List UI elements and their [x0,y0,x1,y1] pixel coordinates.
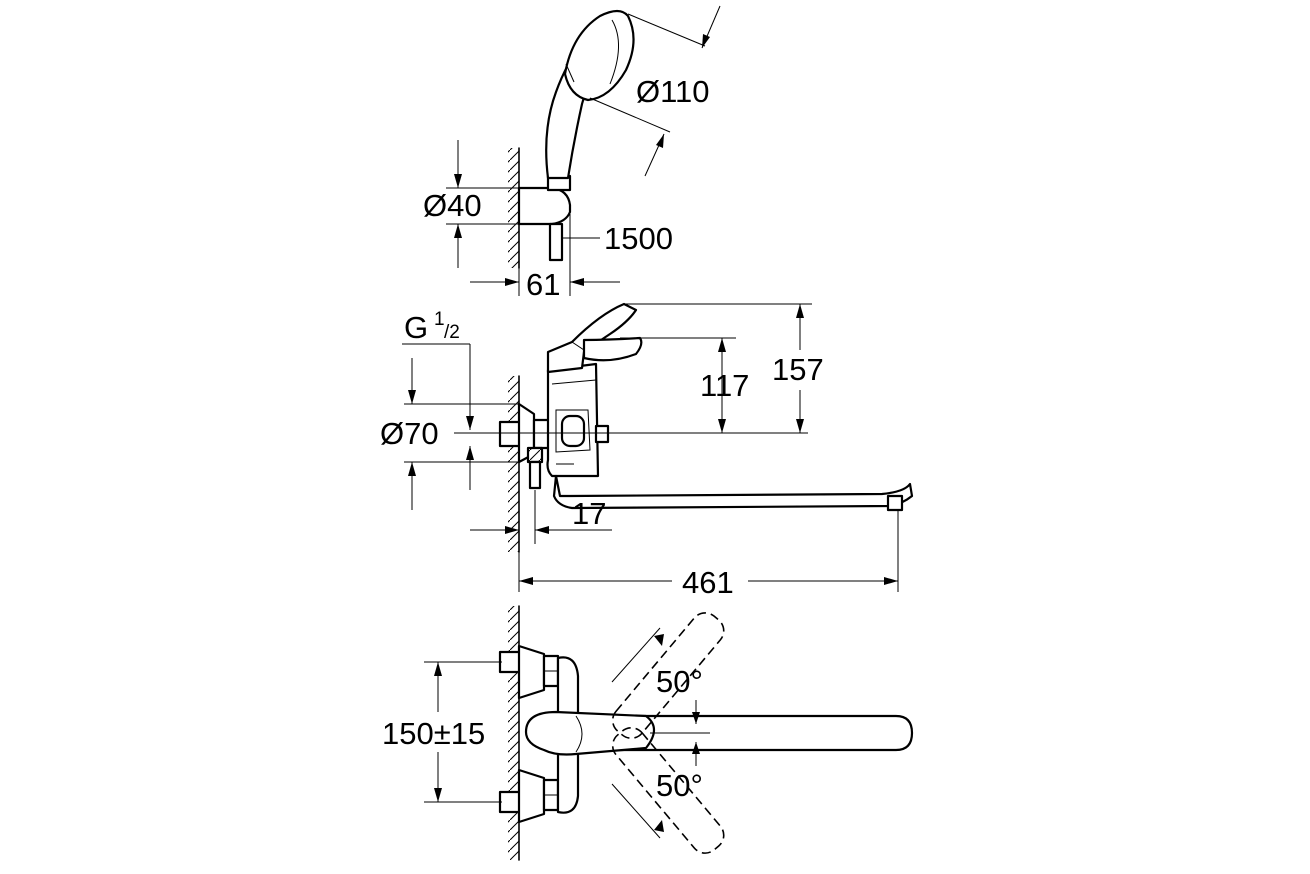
dim-head-diameter: Ø110 [636,74,710,109]
spout-top [576,714,914,752]
lever-top [524,710,656,756]
dim-arrow [505,526,519,534]
dim-arrow [796,419,804,433]
lower-flange [517,768,546,824]
angle-line [611,627,661,683]
dim-inlet-centres: 150±15 [382,716,485,751]
dim-arrow [796,304,804,318]
hose-stub [548,222,564,262]
spray-switch [565,63,575,83]
dim-ext-line [627,13,706,47]
side-view: G 1 /2 Ø70 117 157 17 [380,302,914,600]
top-view: 50° 50° 150±15 [382,605,914,861]
dim-arrow [505,278,519,286]
aerator [886,494,904,512]
shower-head [563,9,635,102]
swivel-ghost-upper [611,612,725,740]
dim-eccentric-offset: 17 [572,496,606,531]
diverter-window [555,409,591,453]
dim-arrow [454,224,462,238]
lower-connector [498,790,522,814]
shower-holder [517,186,572,226]
dim-arrow [570,278,584,286]
dim-arrow [718,338,726,352]
wall-hatch [508,148,519,268]
dim-arrow [692,742,700,754]
dim-swivel-lower: 50° [656,768,703,803]
spout [552,474,914,510]
dim-arrow [718,419,726,433]
diverter-button [594,424,610,444]
hand-shower-view: Ø110 Ø40 1500 61 [423,5,721,302]
dim-flange-diameter: Ø70 [380,416,439,451]
thread-prefix: G [404,310,428,345]
thread-numerator: 1 [434,309,445,330]
dim-arrow [702,34,710,48]
dim-arrow [535,526,549,534]
dim-arrow [654,634,664,646]
nut-hatch [528,448,542,462]
dim-arrow [884,577,898,585]
lever-grip [582,336,643,362]
dim-arrow [454,174,462,188]
lower-pipe [528,460,542,490]
dim-holder-diameter: Ø40 [423,188,482,223]
thread-denominator: /2 [444,322,460,343]
dim-swivel-upper: 50° [656,664,703,699]
dim-arrow [434,662,442,676]
dim-arrow [654,820,664,832]
swivel-ghost-lower [611,726,725,854]
wall-hatch [508,606,519,860]
upper-connector [498,650,522,674]
wall-hatch [508,376,519,552]
thread-connector [498,420,522,448]
body-line [551,379,597,385]
shower-face [609,19,620,85]
diverter-knob [560,414,586,448]
upper-flange [517,644,546,700]
dim-spout-reach: 461 [682,565,734,600]
dim-arrow [656,134,664,148]
dim-holder-projection: 61 [526,267,560,302]
lever-detail [575,715,583,753]
dim-arrow [692,712,700,724]
dim-total-height: 157 [772,352,824,387]
angle-line [611,783,661,839]
dim-arrow [519,577,533,585]
dim-arrow [408,390,416,404]
dim-arrow [408,462,416,476]
dim-arrow [434,788,442,802]
dim-ext-line [589,97,671,133]
dim-arrow [466,416,474,430]
dim-hose-length: 1500 [604,221,673,256]
dim-arrow [466,446,474,460]
dim-outlet-height: 117 [700,368,749,403]
